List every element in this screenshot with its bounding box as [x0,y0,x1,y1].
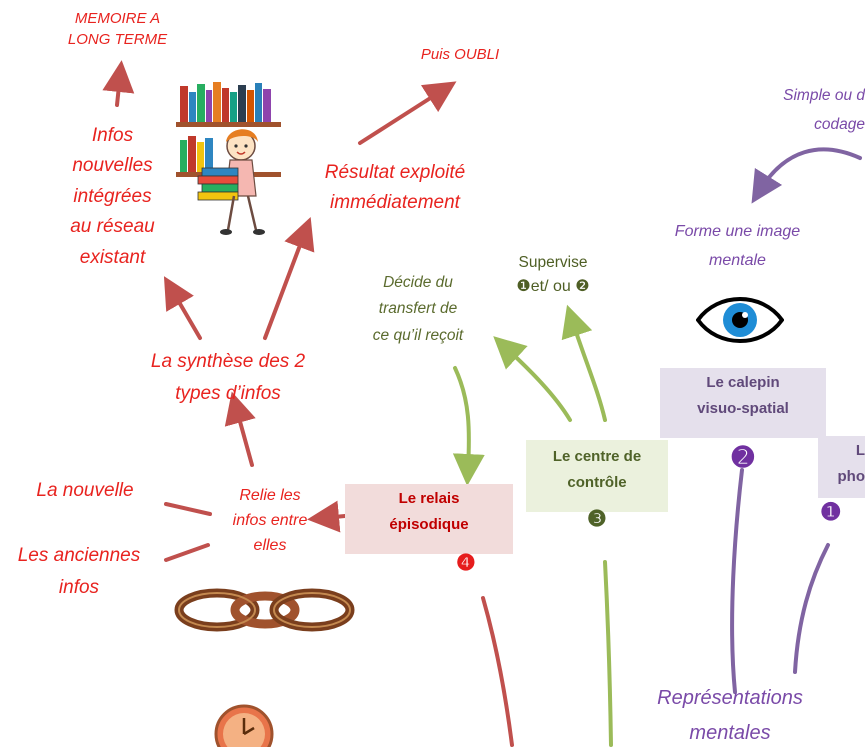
les-anciennes-label: Les anciennes infos [17,545,141,599]
arrow-repr-to-calepin [730,468,744,694]
number-2: ➋ [732,442,754,472]
memoire-long-terme-label: MEMOIRE A LONG TERME [67,10,168,48]
centre-controle-box: Le centre de contrôle [526,440,668,512]
arrow-centre-to-decide [493,336,572,422]
la-nouvelle-label: La nouvelle [36,480,134,501]
clock-icon [214,704,274,747]
synthese-label: La synthèse des 2 types d’infos [150,351,306,405]
phonologique-box: L pho [818,436,865,498]
arrow-to-infos-nouvelles [163,276,202,340]
number-1: ❶ [820,499,842,526]
number-3: ❸ [587,506,607,531]
arrow-centre-to-supervise [561,304,607,422]
eye-icon [696,297,784,343]
calepin-box: Le calepin visuo-spatial [660,368,826,438]
resultat-label: Résultat exploité immédiatement [324,162,466,214]
arrow-decide-to-relais [452,366,485,486]
representations-label: Représentations mentales [657,687,803,744]
arrow-repr-to-phono [793,543,830,674]
arrow-to-oubli [358,81,457,145]
number-4: ❹ [456,550,476,575]
forme-image-label: Forme une image mentale [674,223,801,269]
arrow-simple-to-forme [751,147,862,204]
arrow-anciennes [164,543,210,562]
arrow-relais-to-relie [307,500,347,533]
decide-label: Décide du transfert de ce qu’il reçoit [372,274,464,344]
arrow-to-resultat [263,217,315,340]
supervise-label: Supervise [518,254,588,271]
relie-label: Relie les infos entre elles [232,487,308,554]
arrow-bottom-red [481,596,514,747]
supervise-numbers-label: ❶et/ ou ❷ [516,278,590,295]
arrow-to-memoire [102,60,135,107]
oubli-label: Puis OUBLI [420,46,500,63]
simple-codage-label: Simple ou d codage [783,87,865,133]
arrow-to-synthese [224,391,256,467]
infos-nouvelles-label: Infos nouvelles intégrées au réseau exis… [70,125,155,268]
chain-icon [174,588,355,632]
books-girl-illustration [176,82,281,235]
arrow-bottom-green [603,560,613,747]
relais-episodique-box: Le relais épisodique [345,484,513,554]
arrow-la-nouvelle [164,502,212,516]
